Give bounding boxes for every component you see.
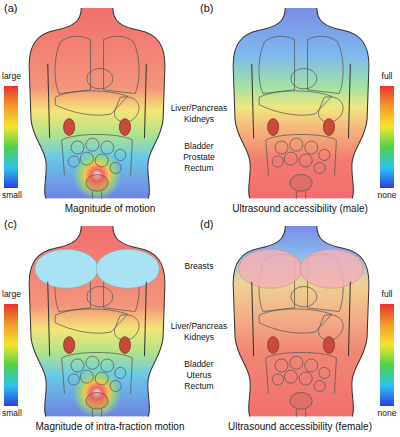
panel-caption: Magnitude of intra-fraction motion [36, 421, 185, 433]
panel-caption: Ultrasound accessibility (female) [228, 421, 372, 433]
scale-label: large [2, 290, 21, 300]
organ-label: Liver/Pancreas [171, 322, 228, 332]
scale-label: none [378, 409, 397, 419]
organ-label: Rectum [184, 164, 213, 174]
organ-label: Prostate [183, 153, 215, 163]
panel-label: (d) [200, 218, 213, 231]
color-scale-bar [380, 86, 394, 188]
color-scale-bar [4, 304, 18, 406]
scale-label: full [382, 72, 393, 82]
scale-label: large [2, 72, 21, 82]
panel-label: (c) [4, 218, 17, 231]
organ-label: Kidneys [184, 115, 214, 125]
organ-label: Breasts [185, 262, 214, 272]
torso-motion-male [18, 8, 176, 200]
panel-caption: Magnitude of motion [65, 203, 156, 215]
organ-label: Bladder [184, 360, 213, 370]
color-scale-bar [4, 86, 18, 188]
organ-label: Bladder [184, 142, 213, 152]
panel-label: (a) [4, 2, 17, 15]
scale-label: small [2, 191, 22, 201]
torso-motion-female [18, 226, 176, 418]
panel-caption: Ultrasound accessibility (male) [232, 203, 368, 215]
scale-label: full [382, 290, 393, 300]
panel-label: (b) [200, 2, 213, 15]
organ-label: Uterus [186, 371, 211, 381]
color-scale-bar [380, 304, 394, 406]
scale-label: small [2, 409, 22, 419]
scale-label: none [378, 191, 397, 201]
torso-access-female [222, 226, 380, 417]
organ-label: Kidneys [184, 333, 214, 343]
organ-label: Liver/Pancreas [171, 104, 228, 114]
torso-access-male [222, 8, 380, 199]
organ-label: Rectum [184, 382, 213, 392]
